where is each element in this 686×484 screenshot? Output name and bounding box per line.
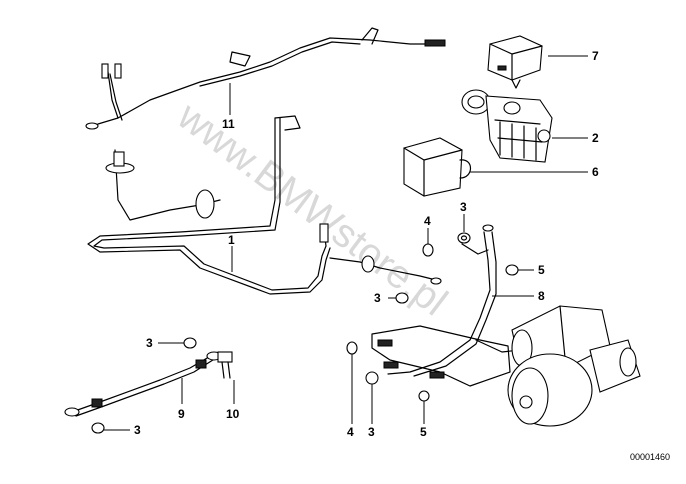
callout-5-top: 5 bbox=[538, 263, 545, 277]
callout-2: 2 bbox=[592, 131, 599, 145]
nut-5-top[interactable] bbox=[505, 264, 519, 276]
callout-10: 10 bbox=[226, 407, 240, 421]
relay-holder-2[interactable] bbox=[461, 89, 553, 163]
callout-8: 8 bbox=[538, 289, 545, 303]
cable-11[interactable] bbox=[85, 27, 446, 130]
nut-3-bottom-left[interactable] bbox=[91, 422, 105, 434]
cable-8[interactable] bbox=[371, 224, 521, 387]
nut-4-top[interactable] bbox=[422, 243, 434, 257]
callout-1: 1 bbox=[228, 233, 235, 247]
callout-5-bottom: 5 bbox=[420, 425, 427, 439]
callout-6: 6 bbox=[592, 165, 599, 179]
ground-strap-9[interactable] bbox=[64, 351, 222, 417]
callout-4-top: 4 bbox=[424, 214, 431, 228]
nut-3-mid[interactable] bbox=[395, 292, 409, 304]
nut-5-bottom[interactable] bbox=[418, 390, 430, 402]
nut-4-bottom[interactable] bbox=[346, 341, 358, 355]
cover-6[interactable] bbox=[403, 137, 472, 197]
nut-3-top[interactable] bbox=[457, 232, 471, 244]
starter-motor bbox=[507, 305, 641, 427]
nut-3-bottom[interactable] bbox=[365, 371, 379, 385]
bolt-10[interactable] bbox=[217, 351, 233, 379]
callout-4-bottom: 4 bbox=[347, 425, 354, 439]
callout-3-bottom-left: 3 bbox=[134, 423, 141, 437]
leader-lines bbox=[104, 55, 588, 431]
callout-3-left: 3 bbox=[146, 336, 153, 350]
callout-7: 7 bbox=[592, 49, 599, 63]
relay-7[interactable] bbox=[487, 35, 543, 89]
callout-11: 11 bbox=[222, 117, 235, 131]
callout-3-bottom: 3 bbox=[368, 425, 375, 439]
callout-3-mid: 3 bbox=[374, 291, 381, 305]
callout-3-top: 3 bbox=[460, 200, 467, 214]
cable-1[interactable] bbox=[87, 115, 442, 295]
nut-3-left[interactable] bbox=[183, 337, 197, 349]
callout-9: 9 bbox=[178, 407, 185, 421]
diagram-code: 00001460 bbox=[630, 452, 670, 462]
